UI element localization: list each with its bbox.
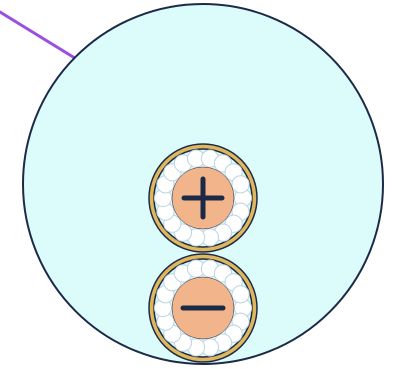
conductor-negative [148, 253, 258, 363]
conductor-positive [148, 143, 258, 253]
conductor-negative-strands [153, 259, 253, 357]
conductor-positive-strands [153, 149, 253, 247]
conductor-negative-strand [231, 285, 250, 304]
conductor-positive-strand [231, 175, 250, 194]
lead-line [0, 10, 80, 62]
plus-sign [181, 176, 225, 220]
